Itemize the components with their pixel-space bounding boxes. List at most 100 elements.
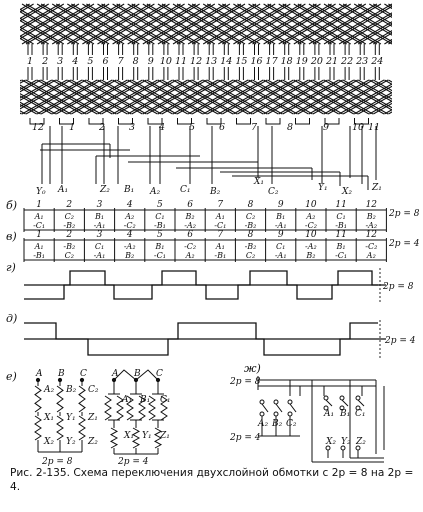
board-y2: Y₂ [341, 437, 351, 447]
table-cell-bottom: B₂ [124, 251, 134, 260]
table-cell-top: -B₂ [63, 242, 75, 251]
slot-number: 17 [266, 56, 279, 67]
group-number: 7 [217, 200, 223, 210]
switch-contact [288, 400, 292, 404]
coil-group-number: 8 [287, 122, 293, 133]
table-cell-bottom: -C₁ [33, 221, 45, 230]
table-cell-top: C₁ [95, 242, 104, 251]
slot-number: 3 [57, 56, 63, 67]
terminal-label: C₁ [180, 185, 191, 195]
phase-c-label-right: C [156, 369, 163, 379]
slot-number: 13 [205, 56, 217, 67]
terminal-label: Y₀ [36, 187, 46, 197]
switch-blade [358, 400, 364, 406]
coil-zigzag [35, 416, 41, 440]
group-bracket [296, 118, 310, 124]
coil-zigzag [57, 416, 63, 440]
table-cell-top: -A₂ [124, 242, 136, 251]
panel-g-label: ж) [244, 362, 261, 375]
board-z2: Z₂ [355, 437, 366, 447]
group-number: 10 [305, 200, 317, 210]
terminal-label: C₂ [268, 187, 279, 197]
group-number: 10 [305, 230, 317, 240]
table-cell-top: -B₂ [245, 242, 257, 251]
table-cell-top: B₁ [275, 212, 285, 221]
table-cell-top: B₁ [94, 212, 104, 221]
edge-mask [0, 0, 20, 120]
table-cell-top: C₁ [155, 212, 164, 221]
terminal-label: X₂ [341, 187, 352, 197]
group-number: 7 [217, 230, 223, 240]
table-cell-bottom: C₂ [65, 251, 74, 260]
group-number: 1 [36, 200, 42, 210]
slot-number: 1 [27, 56, 33, 67]
board-x2: X₂ [325, 437, 336, 447]
table-cell-bottom: -C₂ [124, 221, 136, 230]
table-cell-bottom: -B₂ [245, 221, 257, 230]
switch-contact [288, 412, 292, 416]
group-bracket [266, 118, 280, 124]
mmf-wave-2p8 [24, 268, 386, 302]
slot-number: 24 [370, 56, 383, 67]
phase-c-label: C [80, 369, 87, 379]
group-number: 8 [248, 230, 254, 240]
table-cell-top: A₂ [305, 212, 315, 221]
mmf-wave-2p4 [24, 320, 386, 358]
slot-number: 2 [41, 56, 48, 67]
slot-number: 4 [71, 56, 78, 67]
switch-contact [356, 396, 360, 400]
slot-number: 22 [340, 56, 353, 67]
table-cell-bottom: C₂ [246, 251, 255, 260]
terminal-z1: Z₁ [87, 413, 98, 423]
slot-number: 16 [250, 56, 262, 67]
table-cell-bottom: -C₂ [305, 221, 317, 230]
terminal-a2: A₂ [43, 385, 54, 395]
switch-blade [276, 404, 282, 412]
group-number: 3 [97, 200, 103, 210]
table-cell-top: A₁ [215, 242, 225, 251]
slot-number: 14 [220, 56, 232, 67]
switch-blade [290, 404, 296, 412]
terminal-z2: Z₂ [87, 437, 98, 447]
table-2p8: 1A₁-C₁2C₂-B₂3B₁-A₁4A₂-C₂5C₁-B₁6B₂-A₂7A₁-… [24, 200, 386, 232]
panel-f-label: е) [6, 370, 17, 383]
table-cell-bottom: A₂ [366, 251, 376, 260]
table-cell-bottom: -A₁ [94, 251, 106, 260]
terminal-c2: C₂ [88, 385, 99, 395]
switch-contact [340, 396, 344, 400]
table-cell-top: C₁ [276, 242, 285, 251]
terminal-label: Z₂ [99, 185, 110, 195]
terminal-y1-right: Y₁ [142, 431, 152, 441]
coil-group-number: 7 [251, 122, 258, 133]
phase-a-label-right: A [111, 369, 119, 379]
terminal-label: A₂ [149, 187, 160, 197]
switch-contact [260, 400, 264, 404]
terminal-label: Z₁ [371, 183, 382, 193]
board-b1: B₁ [339, 409, 350, 419]
terminal-label: B₁ [123, 185, 134, 195]
table-cell-bottom: -B₁ [33, 251, 45, 260]
table-cell-top: A₁ [34, 212, 44, 221]
terminal-label: Y₁ [318, 183, 328, 193]
slot-number: 21 [325, 56, 338, 67]
slot-number: 18 [281, 56, 293, 67]
switch-contact [324, 396, 328, 400]
terminal-x1: X₁ [43, 413, 54, 423]
table-cell-top: A₁ [215, 212, 225, 221]
switch-blade [342, 400, 348, 406]
coil-zigzag [111, 428, 117, 448]
slot-number: 12 [190, 56, 202, 67]
switch-contact [260, 412, 264, 416]
table-cell-bottom: -A₂ [184, 221, 196, 230]
panel-e-label: д) [6, 312, 17, 325]
edge-mask [392, 0, 423, 120]
table-cell-top: B₂ [366, 212, 376, 221]
switch-contact [274, 412, 278, 416]
table-cell-bottom: -B₁ [335, 221, 347, 230]
table-cell-top: C₂ [246, 212, 255, 221]
group-number: 9 [278, 200, 284, 210]
panel-c-label: в) [6, 230, 17, 243]
